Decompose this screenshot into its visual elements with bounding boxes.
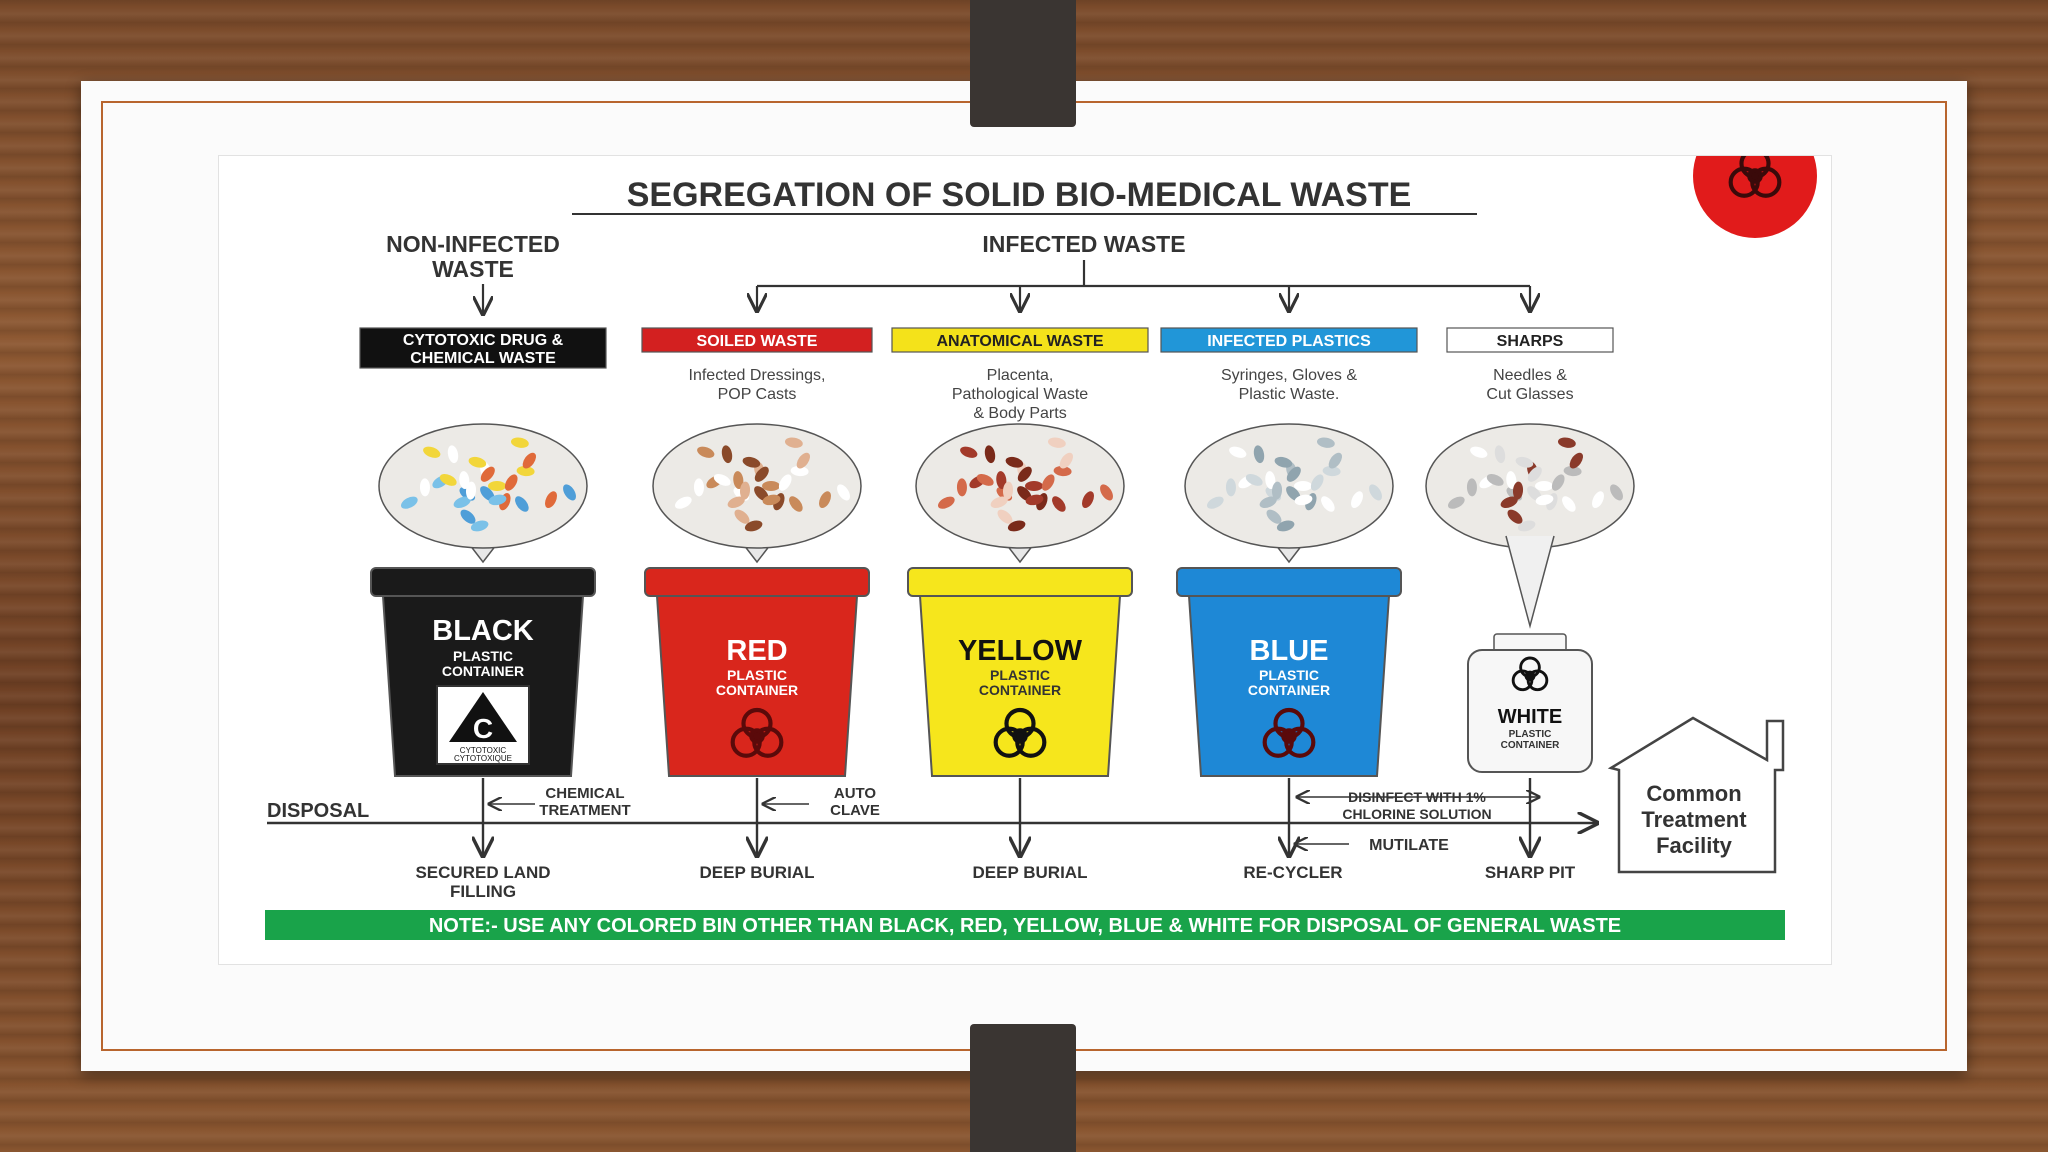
category-description: Syringes, Gloves &Plastic Waste. bbox=[1221, 367, 1357, 403]
category-tag-label: ANATOMICAL WASTE bbox=[936, 333, 1103, 350]
bin-name: RED bbox=[726, 635, 787, 667]
category-column-blue: INFECTED PLASTICS Syringes, Gloves &Plast… bbox=[1161, 328, 1539, 882]
treatment-label: DISINFECT WITH 1%CHLORINE SOLUTION bbox=[1342, 789, 1491, 822]
category-tree bbox=[483, 260, 1530, 314]
cytotoxic-letter: C bbox=[473, 713, 493, 744]
waste-image-bubble bbox=[1185, 424, 1393, 562]
bin-name: BLUE bbox=[1250, 635, 1329, 667]
category-column-yellow: ANATOMICAL WASTE Placenta,Pathological Wa… bbox=[892, 328, 1148, 882]
waste-image-bubble bbox=[379, 424, 587, 562]
disposal-method: DEEP BURIAL bbox=[700, 863, 815, 882]
waste-image-bubble bbox=[653, 424, 861, 562]
disposal-method: SHARP PIT bbox=[1485, 863, 1576, 882]
poster: SEGREGATION OF SOLID BIO-MEDICAL WASTE N… bbox=[218, 155, 1832, 965]
category-tag-label: SOILED WASTE bbox=[697, 333, 818, 350]
category-description: Needles &Cut Glasses bbox=[1486, 367, 1573, 403]
mutilate-label: MUTILATE bbox=[1369, 837, 1449, 854]
category-description: Placenta,Pathological Waste& Body Parts bbox=[952, 367, 1088, 422]
biohazard-icon bbox=[1693, 156, 1817, 238]
disposal-method: DEEP BURIAL bbox=[973, 863, 1088, 882]
poster-title: SEGREGATION OF SOLID BIO-MEDICAL WASTE bbox=[627, 176, 1412, 214]
note-text: NOTE:- USE ANY COLORED BIN OTHER THAN BL… bbox=[429, 915, 1621, 937]
waste-segregation-diagram: SEGREGATION OF SOLID BIO-MEDICAL WASTE N… bbox=[219, 156, 1831, 964]
category-column-black: CYTOTOXIC DRUG &CHEMICAL WASTE BLACKPLAST… bbox=[360, 328, 631, 901]
disposal-label: DISPOSAL bbox=[267, 800, 369, 822]
disposal-method: RE-CYCLER bbox=[1243, 863, 1342, 882]
infected-label: INFECTED WASTE bbox=[982, 231, 1185, 257]
bottom-clip bbox=[970, 1024, 1076, 1152]
category-tag-label: SHARPS bbox=[1497, 333, 1564, 350]
category-tag-label: CYTOTOXIC DRUG &CHEMICAL WASTE bbox=[403, 332, 564, 367]
waste-image-bubble bbox=[916, 424, 1124, 562]
category-description: Infected Dressings,POP Casts bbox=[689, 367, 826, 403]
bin-name: YELLOW bbox=[958, 635, 1083, 667]
category-column-red: SOILED WASTE Infected Dressings,POP Casts… bbox=[642, 328, 880, 882]
category-tag-label: INFECTED PLASTICS bbox=[1207, 333, 1371, 350]
bin-name: BLACK bbox=[432, 615, 534, 647]
top-clip bbox=[970, 0, 1076, 127]
bin-name: WHITE bbox=[1498, 706, 1562, 728]
